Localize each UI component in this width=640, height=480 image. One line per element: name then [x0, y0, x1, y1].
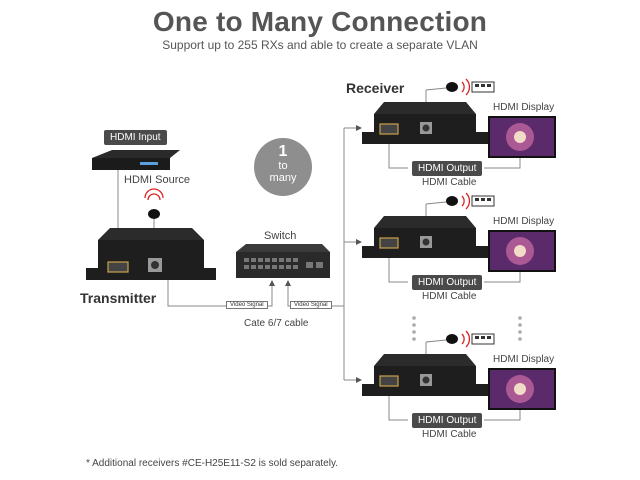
page-title: One to Many Connection [152, 6, 488, 37]
receiver-heading: Receiver [346, 80, 405, 96]
footnote: * Additional receivers #CE-H25E11-S2 is … [86, 458, 338, 469]
hdmi-display-3 [488, 368, 556, 410]
badge-line1: to [278, 160, 288, 172]
hdmi-source-device [92, 150, 180, 170]
switch-label: Switch [264, 230, 297, 242]
transmitter-label: Transmitter [80, 290, 157, 306]
video-signal-tag-left: Video Signal [226, 301, 268, 309]
ir-emitter-icon [425, 192, 495, 210]
hdmi-display-2 [488, 230, 556, 272]
badge-number: 1 [278, 143, 288, 160]
network-switch-device [236, 244, 330, 278]
hdmi-cable-label: HDMI Cable [422, 291, 477, 302]
receiver-device-3 [362, 342, 488, 396]
hdmi-cable-label: HDMI Cable [422, 429, 477, 440]
page-subtitle: Support up to 255 RXs and able to create… [162, 38, 478, 52]
hdmi-display-label: HDMI Display [493, 216, 555, 227]
hdmi-display-label: HDMI Display [493, 354, 555, 365]
badge-line2: many [269, 172, 297, 184]
one-to-many-badge: 1 to many [254, 138, 312, 196]
receiver-device-1 [362, 90, 488, 144]
more-receivers-dots [412, 316, 522, 341]
hdmi-source-label: HDMI Source [124, 174, 191, 186]
transmitter-device [86, 228, 216, 280]
hdmi-display-label: HDMI Display [493, 102, 555, 113]
ir-emitter-icon [425, 330, 495, 348]
hdmi-output-tag: HDMI Output [412, 413, 483, 428]
ir-emitter-icon [425, 78, 495, 96]
hdmi-output-tag: HDMI Output [412, 161, 483, 176]
hdmi-cable-label: HDMI Cable [422, 177, 477, 188]
receiver-device-2 [362, 204, 488, 258]
hdmi-input-tag: HDMI Input [104, 130, 167, 145]
video-signal-tag-right: Video Signal [290, 301, 332, 309]
hdmi-display-1 [488, 116, 556, 158]
cable-label: Cate 6/7 cable [244, 318, 309, 329]
hdmi-output-tag: HDMI Output [412, 275, 483, 290]
